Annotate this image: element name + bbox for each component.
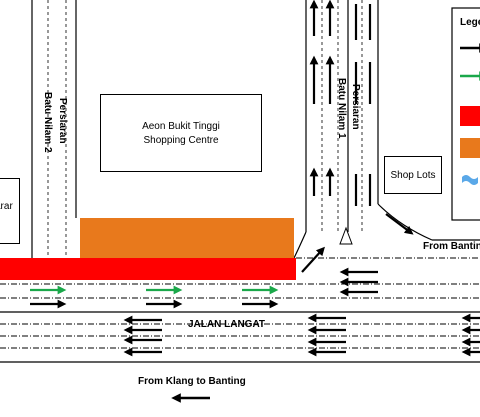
from-banting-label: From Bantin [423, 241, 480, 252]
orange-zone [80, 218, 294, 258]
left-building: arar [0, 178, 20, 244]
red-swatch-icon [460, 106, 480, 126]
persiaran-right-label: Persiaran [350, 84, 361, 130]
batu-nilam-1-road [293, 0, 480, 259]
from-klang-label: From Klang to Banting [138, 376, 246, 387]
persiaran-left-label: Persiaran [57, 98, 68, 144]
batu-nilam-2-label: Batu Nilam 2 [42, 92, 53, 153]
exit-arrow [385, 213, 414, 235]
black-arrows [30, 0, 480, 403]
left-turn-arrow [301, 246, 325, 273]
batu-nilam-1-label: Batu Nilam 1 [336, 78, 347, 139]
aeon-label-line1: Aeon Bukit Tinggi [142, 120, 220, 132]
shop-lots-building: Shop Lots [384, 156, 442, 194]
legend-title: Lege [460, 17, 480, 28]
jalan-langat-road [0, 257, 480, 363]
jalan-langat-label: JALAN LANGAT [188, 319, 266, 330]
batu-nilam-2-road [31, 0, 77, 258]
yield-triangle [339, 226, 353, 245]
orange-swatch-icon [460, 138, 480, 158]
shop-lots-label: Shop Lots [390, 169, 436, 181]
red-zone [0, 258, 296, 280]
legend-icons [460, 43, 480, 185]
left-building-label: arar [0, 201, 13, 212]
aeon-label-line2: Shopping Centre [143, 134, 219, 146]
blue-flag-icon [462, 175, 478, 185]
aeon-building: Aeon Bukit Tinggi Shopping Centre [100, 94, 262, 172]
